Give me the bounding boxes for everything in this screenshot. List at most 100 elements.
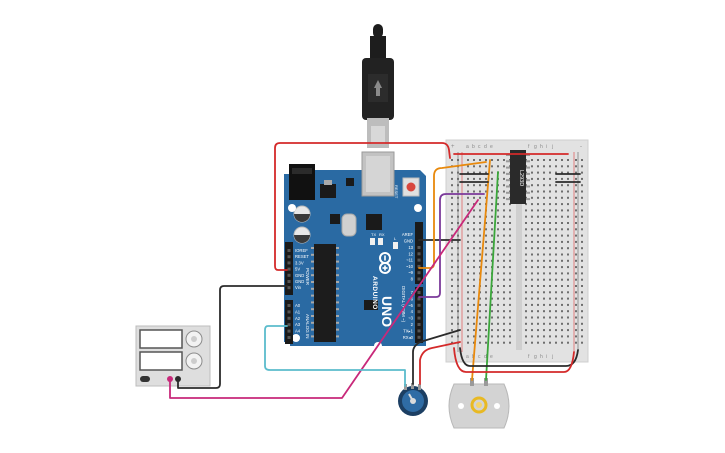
breadboard-hole[interactable] [479,322,481,325]
rail-hole[interactable] [451,190,453,193]
breadboard-hole[interactable] [549,177,551,180]
rail-hole[interactable] [575,234,577,237]
breadboard-hole[interactable] [503,253,505,256]
header-socket[interactable] [417,291,421,294]
breadboard-hole[interactable] [531,234,533,237]
rail-hole[interactable] [575,196,577,199]
breadboard-hole[interactable] [473,203,475,206]
rail-hole[interactable] [581,297,583,300]
rail-hole[interactable] [575,209,577,212]
rail-hole[interactable] [457,266,459,269]
breadboard-hole[interactable] [485,165,487,168]
breadboard-hole[interactable] [537,222,539,224]
digital-header-lower[interactable] [415,287,423,343]
breadboard-hole[interactable] [467,159,469,161]
breadboard-hole[interactable] [555,228,557,231]
breadboard-hole[interactable] [479,253,481,256]
breadboard-hole[interactable] [567,272,569,275]
breadboard-hole[interactable] [561,234,563,237]
header-socket[interactable] [417,246,421,249]
header-socket[interactable] [287,280,291,283]
rail-hole[interactable] [581,209,583,212]
rail-hole[interactable] [575,335,577,338]
breadboard-hole[interactable] [531,240,533,243]
rail-hole[interactable] [451,322,453,325]
breadboard-hole[interactable] [503,341,505,344]
breadboard-hole[interactable] [509,209,511,212]
breadboard-hole[interactable] [561,272,563,275]
rail-hole[interactable] [581,341,583,344]
breadboard-hole[interactable] [549,159,551,161]
breadboard-hole[interactable] [479,341,481,344]
breadboard-hole[interactable] [555,240,557,243]
breadboard-hole[interactable] [537,285,539,287]
breadboard-hole[interactable] [509,247,511,250]
rail-hole[interactable] [451,297,453,300]
breadboard-hole[interactable] [479,310,481,313]
breadboard-hole[interactable] [485,190,487,193]
header-socket[interactable] [287,336,291,339]
breadboard-hole[interactable] [525,335,527,338]
breadboard-hole[interactable] [479,234,481,237]
breadboard-hole[interactable] [549,303,551,306]
breadboard-hole[interactable] [555,222,557,224]
rail-hole[interactable] [581,203,583,206]
breadboard-hole[interactable] [537,329,539,332]
breadboard-hole[interactable] [549,196,551,199]
breadboard-hole[interactable] [485,329,487,332]
breadboard-hole[interactable] [485,322,487,325]
breadboard-hole[interactable] [543,247,545,250]
breadboard-hole[interactable] [537,240,539,243]
breadboard-hole[interactable] [555,297,557,300]
breadboard-hole[interactable] [555,272,557,275]
breadboard-hole[interactable] [497,196,499,199]
breadboard-hole[interactable] [525,259,527,262]
breadboard-hole[interactable] [543,278,545,281]
rail-hole[interactable] [457,196,459,199]
breadboard-hole[interactable] [479,196,481,199]
breadboard-hole[interactable] [561,285,563,287]
breadboard-hole[interactable] [467,322,469,325]
rail-hole[interactable] [457,335,459,338]
breadboard-hole[interactable] [531,341,533,344]
breadboard-hole[interactable] [485,335,487,338]
rail-hole[interactable] [451,278,453,281]
rail-hole[interactable] [457,177,459,180]
breadboard-hole[interactable] [467,266,469,269]
header-socket[interactable] [287,255,291,259]
breadboard-hole[interactable] [467,341,469,344]
breadboard-hole[interactable] [473,253,475,256]
breadboard-hole[interactable] [567,215,569,218]
breadboard-hole[interactable] [473,297,475,300]
breadboard-hole[interactable] [503,303,505,306]
breadboard-hole[interactable] [473,177,475,180]
breadboard-hole[interactable] [503,322,505,325]
breadboard-hole[interactable] [567,159,569,161]
breadboard-hole[interactable] [509,322,511,325]
breadboard-hole[interactable] [531,222,533,224]
breadboard-hole[interactable] [555,310,557,313]
breadboard-hole[interactable] [555,234,557,237]
breadboard-hole[interactable] [567,259,569,262]
breadboard-hole[interactable] [525,285,527,287]
breadboard-hole[interactable] [549,322,551,325]
breadboard-hole[interactable] [561,240,563,243]
breadboard-hole[interactable] [497,266,499,269]
breadboard-hole[interactable] [561,297,563,300]
breadboard-hole[interactable] [537,203,539,206]
rail-hole[interactable] [457,215,459,218]
breadboard-hole[interactable] [549,266,551,269]
rail-hole[interactable] [457,222,459,224]
breadboard-hole[interactable] [467,278,469,281]
breadboard-hole[interactable] [531,310,533,313]
breadboard-hole[interactable] [503,247,505,250]
breadboard-hole[interactable] [485,240,487,243]
breadboard-hole[interactable] [485,266,487,269]
rail-hole[interactable] [575,259,577,262]
dc-power-supply[interactable] [135,325,211,387]
rail-hole[interactable] [451,272,453,275]
breadboard-hole[interactable] [531,177,533,180]
breadboard-hole[interactable] [543,222,545,224]
breadboard-hole[interactable] [531,196,533,199]
rail-hole[interactable] [451,240,453,243]
